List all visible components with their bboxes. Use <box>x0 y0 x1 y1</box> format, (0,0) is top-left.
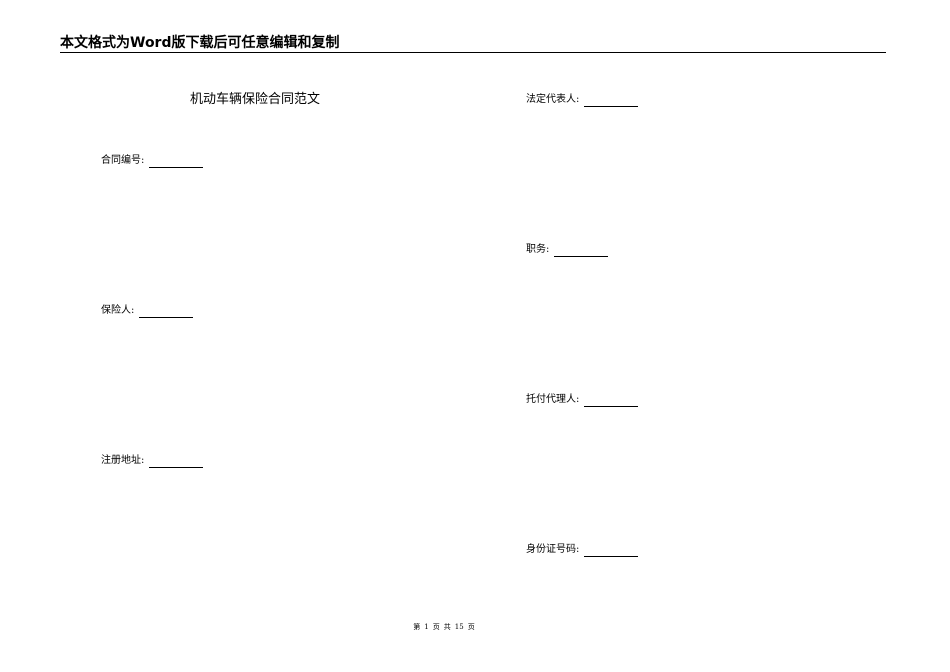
legal-representative-blank <box>584 96 639 107</box>
footer-page-word: 页 <box>432 623 440 631</box>
insurer-label: 保险人: <box>101 305 135 316</box>
contract-number-label: 合同编号: <box>101 155 145 166</box>
id-number-field: 身份证号码: <box>526 543 639 557</box>
insurer-blank <box>139 307 194 318</box>
id-number-label: 身份证号码: <box>526 544 580 555</box>
registered-address-blank <box>149 457 204 468</box>
document-title: 机动车辆保险合同范文 <box>190 92 321 107</box>
header-divider <box>60 52 886 53</box>
footer-total-pages: 15 <box>454 623 464 631</box>
position-field: 职务: <box>526 243 609 257</box>
header-title: 本文格式为Word版下载后可任意编辑和复制 <box>60 35 340 51</box>
footer-current-page: 1 <box>424 623 429 631</box>
registered-address-label: 注册地址: <box>101 455 145 466</box>
footer-prefix: 第 <box>413 623 421 631</box>
registered-address-field: 注册地址: <box>101 454 204 468</box>
legal-representative-field: 法定代表人: <box>526 93 639 107</box>
footer-total-suffix: 页 <box>467 623 475 631</box>
insurer-field: 保险人: <box>101 304 194 318</box>
id-number-blank <box>584 546 639 557</box>
position-blank <box>554 246 609 257</box>
footer-total-prefix: 共 <box>443 623 451 631</box>
contract-number-field: 合同编号: <box>101 154 204 168</box>
authorized-agent-field: 托付代理人: <box>526 393 639 407</box>
authorized-agent-label: 托付代理人: <box>526 394 580 405</box>
contract-number-blank <box>149 157 204 168</box>
authorized-agent-blank <box>584 396 639 407</box>
position-label: 职务: <box>526 244 550 255</box>
legal-representative-label: 法定代表人: <box>526 94 580 105</box>
